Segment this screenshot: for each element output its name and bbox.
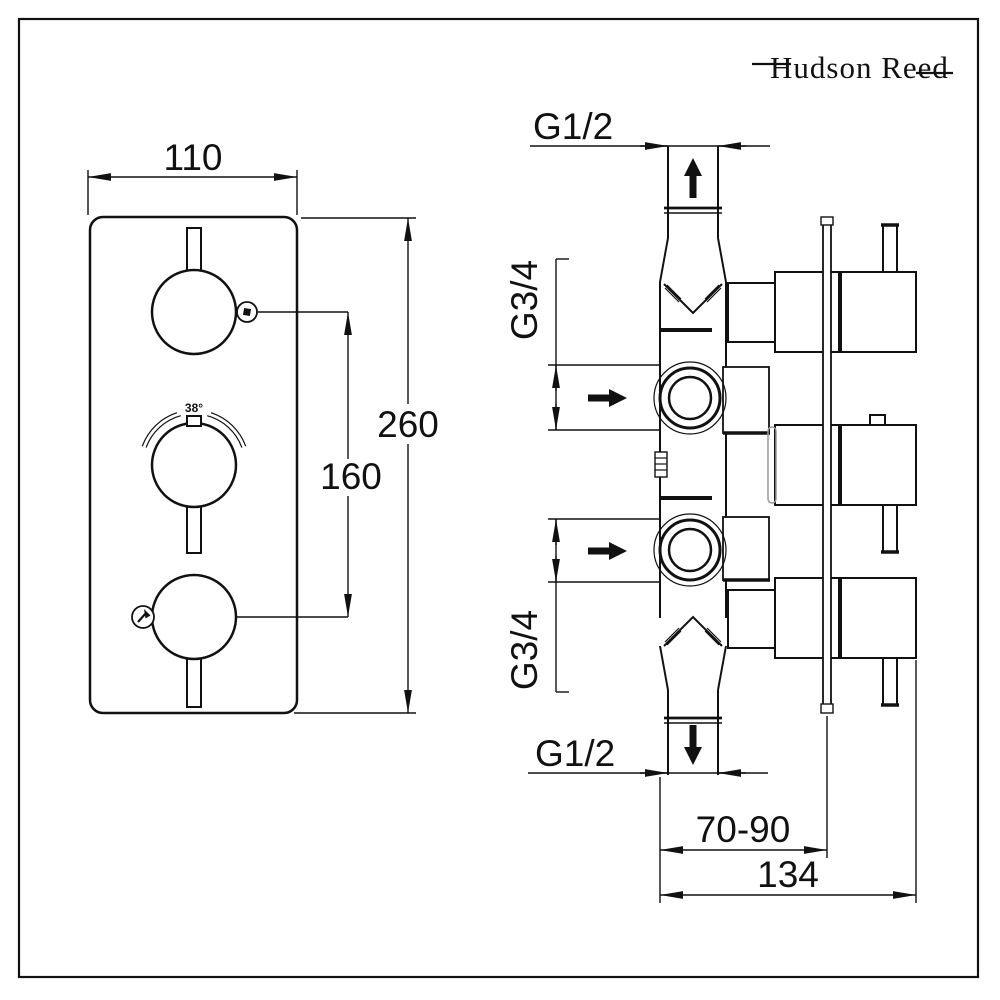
top-chevron xyxy=(663,283,723,315)
top-knob-circle xyxy=(150,268,238,356)
middle-stem-tab xyxy=(869,414,886,426)
middle-stem xyxy=(882,504,898,553)
bottom-knob-circle xyxy=(150,573,238,661)
temp-arc-right-outer xyxy=(210,412,247,447)
middle-cartridge-block xyxy=(774,424,917,506)
middle-knob-circle xyxy=(150,421,238,509)
temperature-label: 38° xyxy=(185,401,203,415)
temp-arc-left-outer xyxy=(141,412,178,447)
upper-port-flange xyxy=(722,366,770,434)
bottom-outlet-label: G1/2 xyxy=(535,733,615,774)
cartridges xyxy=(722,223,917,707)
valve-body xyxy=(654,146,727,775)
brand-logo: Hudson Reed xyxy=(752,50,953,85)
top-cartridge-block xyxy=(774,271,917,353)
top-knob-handle xyxy=(186,227,202,273)
upper-inlet-port xyxy=(653,361,727,435)
side-view: G1/2 G3/4 G3/4 G1/2 xyxy=(504,106,917,903)
front-view: 38° 110 260 xyxy=(87,137,439,715)
bottom-indicator-icon xyxy=(137,612,147,623)
top-outlet-label: G1/2 xyxy=(533,106,613,147)
overall-depth-label: 134 xyxy=(757,854,819,895)
bottom-cartridge-block xyxy=(774,577,917,659)
dim-height-label: 260 xyxy=(377,404,439,445)
lower-port-flange xyxy=(722,516,770,581)
dim-top-outlet: G1/2 xyxy=(530,106,770,150)
upper-inlet-label: G3/4 xyxy=(504,260,545,340)
top-knob xyxy=(150,227,258,356)
dim-width: 110 xyxy=(87,137,298,215)
bottom-knob-handle xyxy=(186,657,202,708)
recess-depth-label: 70-90 xyxy=(696,809,791,850)
dim-width-label: 110 xyxy=(164,137,223,178)
flow-arrow-up-icon xyxy=(684,158,702,198)
flow-arrow-right-lower-icon xyxy=(588,542,627,560)
bottom-knob xyxy=(131,573,238,708)
dim-recess-depth: 70-90 xyxy=(659,716,828,903)
flow-arrow-down-icon xyxy=(684,725,702,765)
temp-stop-tab xyxy=(186,415,202,427)
dim-port-spacing-label: 160 xyxy=(320,456,382,497)
top-stem xyxy=(882,224,898,273)
dim-bottom-outlet: G1/2 xyxy=(528,733,768,777)
dim-height: 260 xyxy=(294,217,439,714)
top-connector xyxy=(727,282,776,343)
middle-knob: 38° xyxy=(141,401,247,554)
bottom-connector xyxy=(727,589,776,649)
top-indicator-icon xyxy=(242,307,252,317)
temp-arc-left-inner xyxy=(145,415,181,448)
lower-inlet-port xyxy=(653,513,727,587)
logo-text: Hudson Reed xyxy=(770,50,949,85)
dim-lower-inlet: G3/4 xyxy=(504,518,660,693)
bottom-stem xyxy=(882,657,898,706)
retaining-clip xyxy=(767,426,777,504)
dim-port-spacing: 160 xyxy=(236,311,382,618)
lower-inlet-label: G3/4 xyxy=(504,610,545,690)
middle-knob-handle xyxy=(186,504,202,554)
dim-overall-depth: 134 xyxy=(660,660,917,903)
bottom-indicator-icon-head xyxy=(144,609,151,619)
temp-arc-right-inner xyxy=(207,415,243,448)
bottom-chevron xyxy=(663,615,723,647)
dim-upper-inlet: G3/4 xyxy=(504,258,660,431)
flow-arrow-right-upper-icon xyxy=(588,389,627,407)
page-border xyxy=(17,17,980,979)
wall-plate xyxy=(820,216,842,714)
